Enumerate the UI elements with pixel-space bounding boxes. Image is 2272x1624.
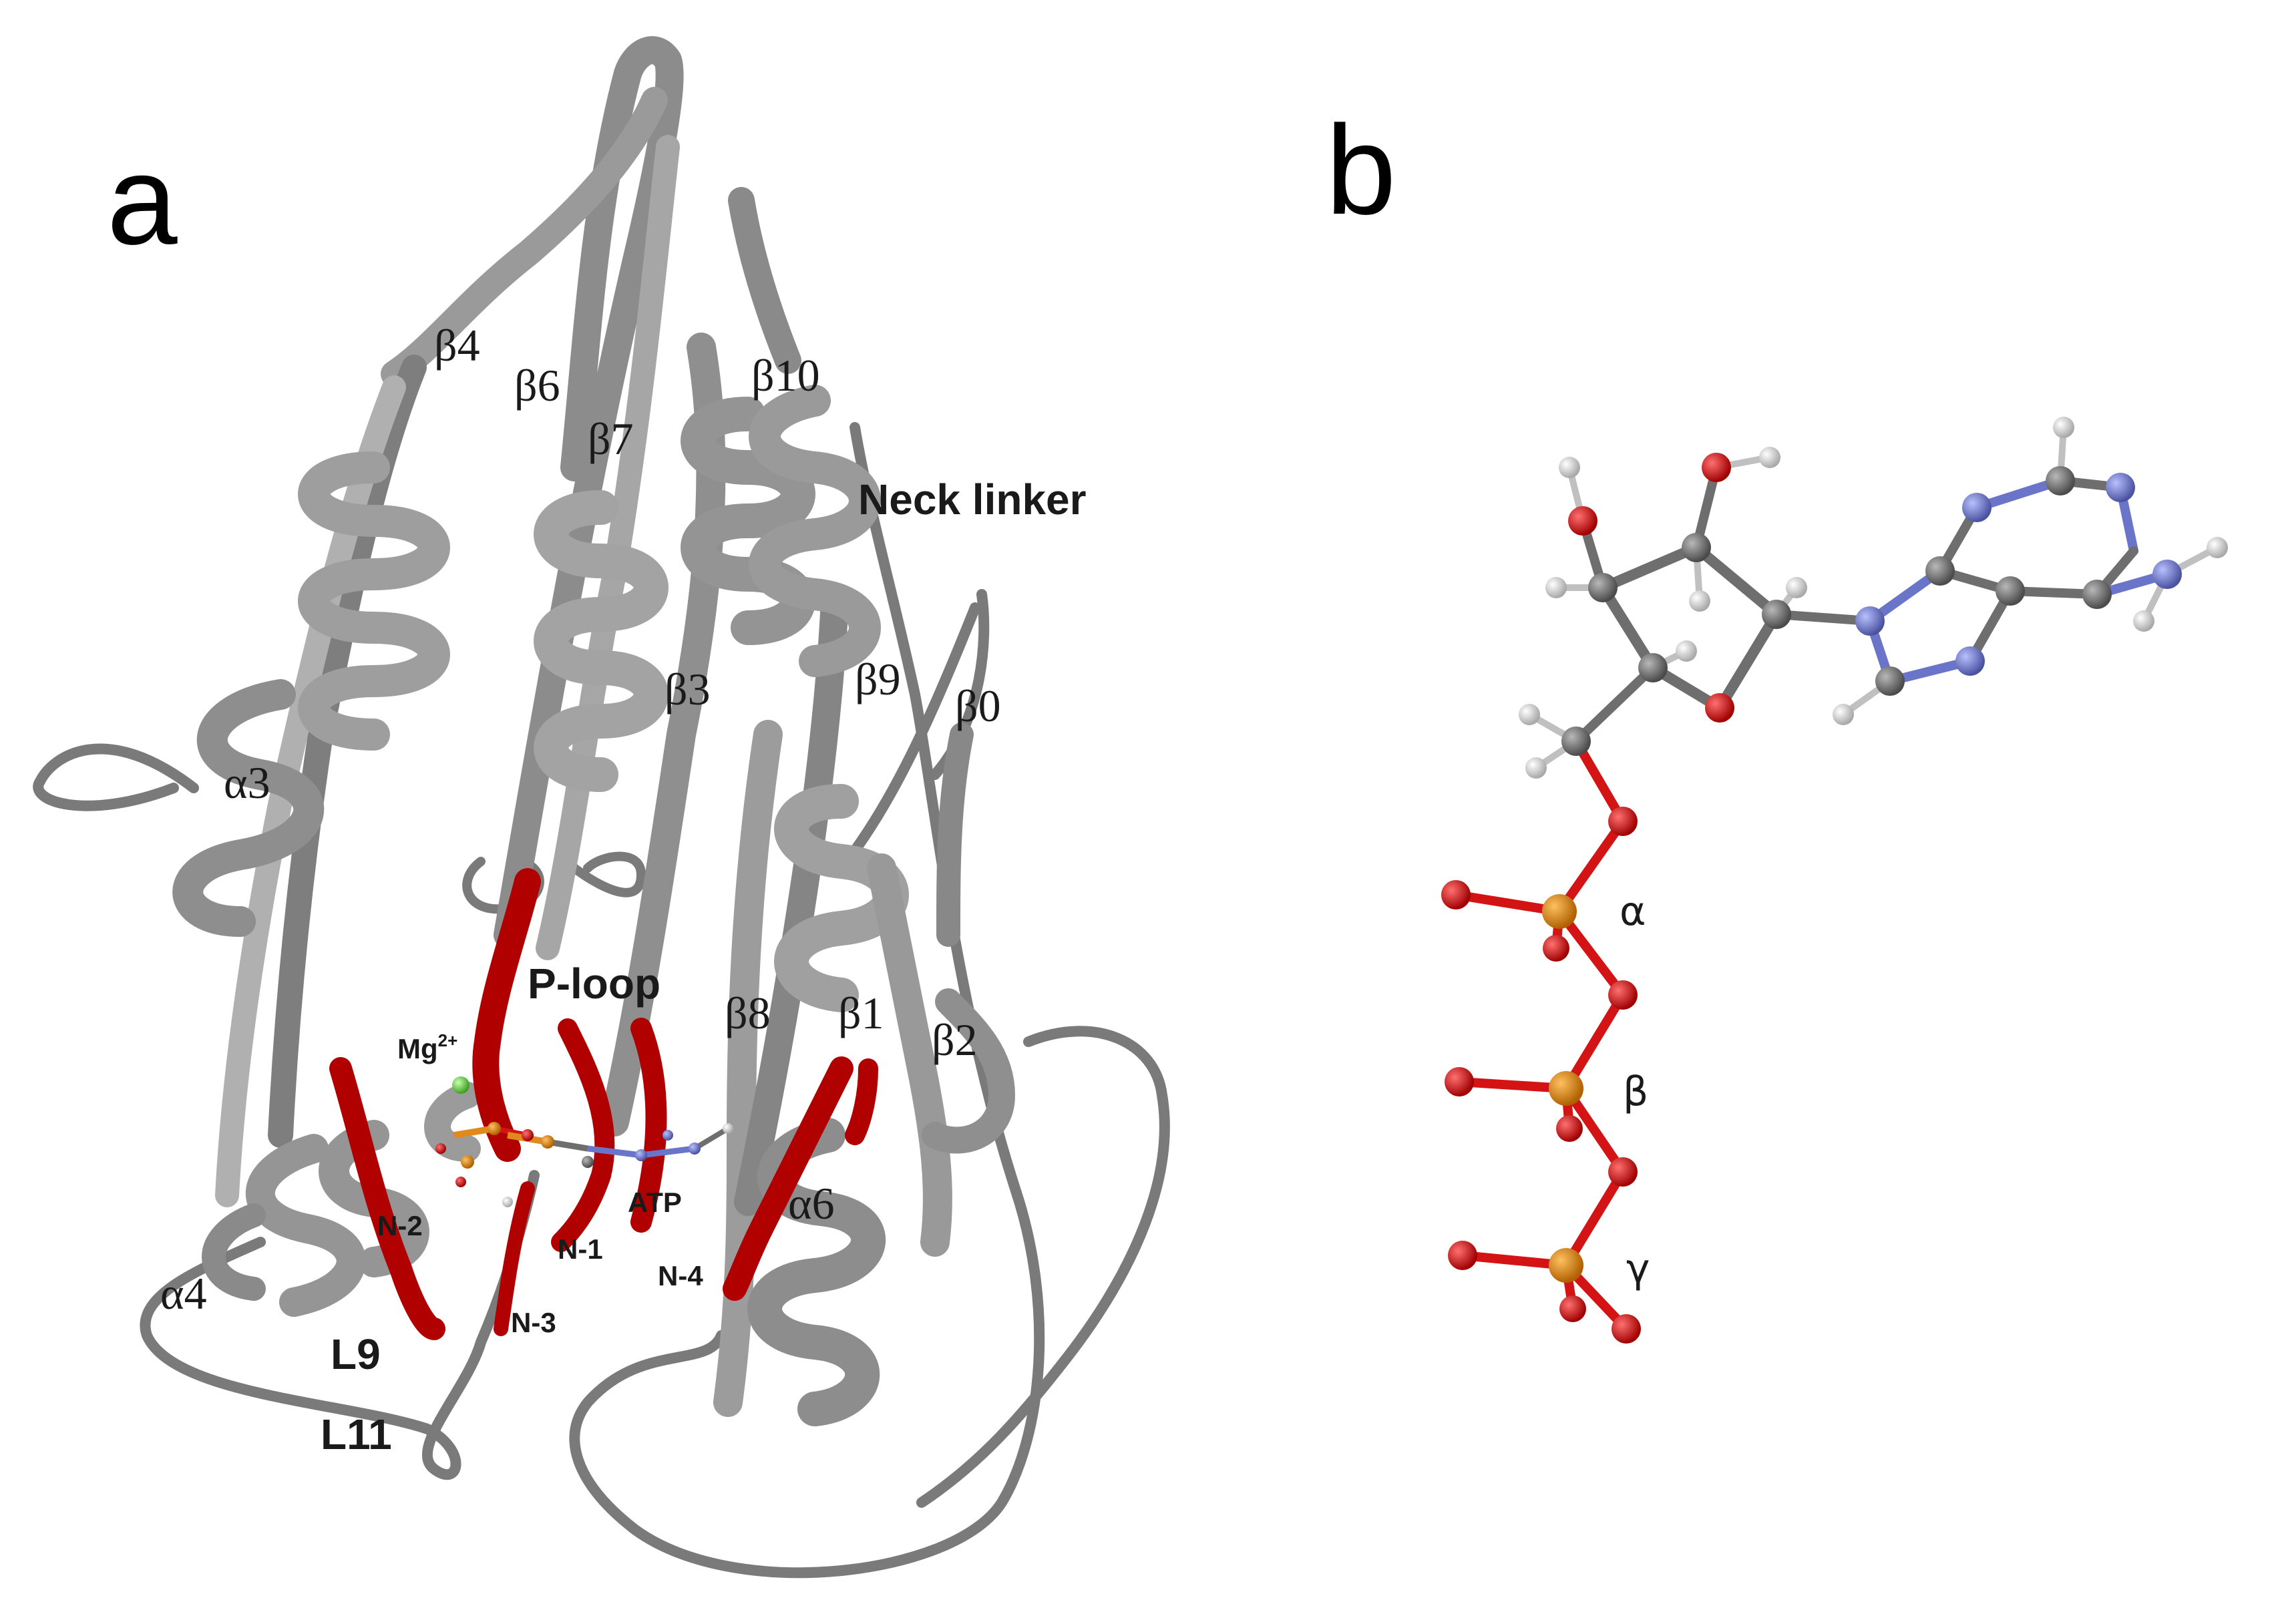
panel-b-letter: b bbox=[1326, 99, 1396, 241]
label-beta4: β4 bbox=[434, 320, 480, 371]
label-mg: Mg2+ bbox=[397, 1030, 457, 1064]
label-beta10: β10 bbox=[751, 350, 820, 401]
label-mg-symbol: Mg bbox=[397, 1033, 438, 1064]
atp-ligand-stick bbox=[435, 1122, 733, 1207]
label-atp: ATP bbox=[628, 1187, 682, 1218]
label-alpha6: α6 bbox=[788, 1178, 835, 1229]
label-beta8: β8 bbox=[725, 988, 771, 1038]
label-n4: N-4 bbox=[658, 1260, 703, 1291]
highlight-red-motifs bbox=[329, 868, 878, 1340]
label-n1: N-1 bbox=[558, 1233, 603, 1265]
label-p-loop: P-loop bbox=[528, 960, 660, 1008]
label-phosphate-beta: β bbox=[1623, 1068, 1648, 1115]
label-l11: L11 bbox=[321, 1410, 392, 1458]
magnesium-ion-sphere bbox=[452, 1076, 469, 1094]
panel-a-letter: a bbox=[107, 130, 178, 271]
label-mg-charge: 2+ bbox=[438, 1030, 458, 1050]
label-phosphate-gamma: γ bbox=[1626, 1245, 1650, 1292]
label-beta1: β1 bbox=[838, 988, 884, 1038]
label-beta2: β2 bbox=[932, 1014, 978, 1065]
ribbon-backbone bbox=[33, 36, 1170, 1579]
panel-a-protein-ribbon: a β4 β6 β7 β10 Neck linker β3 β9 β0 α3 P… bbox=[33, 36, 1170, 1579]
label-neck-linker: Neck linker bbox=[858, 475, 1087, 524]
label-beta3: β3 bbox=[665, 664, 711, 715]
molecule-atoms bbox=[1441, 417, 2228, 1344]
panel-b-atp-molecule: b bbox=[1326, 99, 2228, 1344]
label-n3: N-3 bbox=[511, 1307, 556, 1338]
molecule-bonds bbox=[1451, 424, 2221, 1334]
label-beta7: β7 bbox=[588, 413, 634, 464]
label-alpha4: α4 bbox=[160, 1268, 207, 1319]
label-beta6: β6 bbox=[514, 360, 560, 411]
label-beta9: β9 bbox=[855, 654, 901, 704]
label-phosphate-alpha: α bbox=[1620, 888, 1646, 935]
label-beta0: β0 bbox=[955, 680, 1001, 731]
label-n2: N-2 bbox=[377, 1210, 423, 1241]
label-alpha3: α3 bbox=[224, 757, 270, 808]
label-l9: L9 bbox=[331, 1330, 381, 1378]
